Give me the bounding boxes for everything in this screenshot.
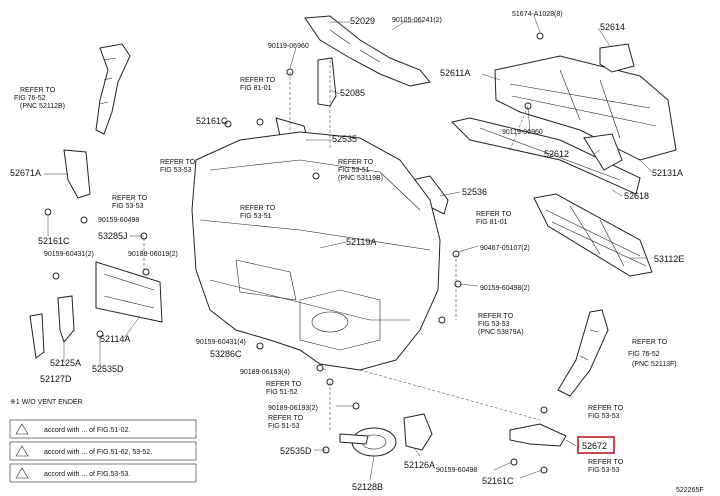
label-90119b: 90119-06960	[502, 129, 543, 136]
svg-text:FIG 81-01: FIG 81-01	[476, 219, 508, 226]
label-52618: 52618	[624, 191, 649, 201]
svg-text:(PNC 53879A): (PNC 53879A)	[478, 329, 524, 336]
label-90189c: 90189-06193(2)	[268, 405, 318, 412]
svg-text:REFER TO: REFER TO	[632, 339, 668, 346]
label-52536: 52536	[462, 187, 487, 197]
bracket-52127D	[29, 313, 45, 359]
side-retainer-right	[557, 309, 609, 397]
label-90467: 90467-05107(2)	[480, 245, 530, 252]
bracket-52535D	[339, 433, 369, 445]
label-90159e: 90159-60498	[436, 467, 477, 474]
bumper-center-bracket	[304, 15, 431, 87]
label-52029: 52029	[350, 16, 375, 26]
leader-lines	[44, 15, 653, 481]
label-90105: 90105-06241(2)	[392, 17, 442, 24]
svg-text:FIG 51-52: FIG 51-52	[266, 389, 298, 396]
svg-text:FIG 53-51: FIG 53-51	[240, 213, 272, 220]
svg-text:REFER TO: REFER TO	[240, 205, 276, 212]
svg-text:REFER TO: REFER TO	[240, 77, 276, 84]
label-52614: 52614	[600, 22, 625, 32]
bracket-52612	[583, 133, 623, 171]
svg-text:(PNC 52112B): (PNC 52112B)	[20, 103, 65, 110]
lower-absorber	[451, 117, 641, 195]
svg-text:FIG 51-53: FIG 51-53	[268, 423, 300, 430]
lower-support-52672	[509, 423, 567, 447]
label-90189a: 90189-06019(2)	[128, 251, 178, 258]
label-52612: 52612	[544, 149, 569, 159]
highlighted-part[interactable]: 52672	[577, 436, 615, 454]
lower-grille	[533, 193, 653, 277]
fog-lamp-cover	[403, 413, 433, 451]
svg-text:REFER TO: REFER TO	[588, 459, 624, 466]
svg-text:REFER TO: REFER TO	[266, 381, 302, 388]
svg-text:FIG 81-01: FIG 81-01	[240, 85, 272, 92]
label-90159a: 90159-60498	[98, 217, 139, 224]
label-52119A: 52119A	[346, 237, 376, 247]
part-labels: 52029 90105-06241(2) 51674-A1028(8) 5261…	[10, 11, 684, 492]
svg-text:REFER TO: REFER TO	[478, 313, 514, 320]
label-52085: 52085	[340, 88, 365, 98]
side-retainer-left	[95, 43, 131, 135]
dashed-lines	[143, 60, 541, 430]
label-52672: 52672	[582, 441, 607, 451]
bracket-52125A	[57, 295, 75, 344]
bumper-reinforcement	[494, 55, 677, 161]
label-90189b: 90189-06153(4)	[240, 369, 290, 376]
svg-text:(PNC 52113F): (PNC 52113F)	[632, 361, 677, 368]
label-52128B: 52128B	[352, 482, 383, 492]
energy-absorber	[599, 43, 635, 73]
refer-notes: REFER TO FIG 76-52 (PNC 52112B) REFER TO…	[14, 77, 677, 474]
svg-text:(PNC 53119B): (PNC 53119B)	[338, 175, 383, 182]
svg-text:REFER TO: REFER TO	[338, 159, 374, 166]
svg-text:FIG 53-53: FIG 53-53	[478, 321, 510, 328]
legend-title: ※1 W/O VENT ENDER	[10, 399, 83, 406]
label-90159d: 90159-60431(4)	[196, 339, 246, 346]
svg-text:FIG 76-52: FIG 76-52	[14, 95, 46, 102]
legend-row-2: accord with ... of FIG.51-62, 53-52.	[44, 449, 152, 456]
svg-text:REFER TO: REFER TO	[268, 415, 304, 422]
label-52161C-top: 52161C	[196, 116, 228, 126]
label-90159c: 90159-60498(2)	[480, 285, 530, 292]
svg-text:REFER TO: REFER TO	[476, 211, 512, 218]
label-52131A: 52131A	[652, 168, 683, 178]
svg-text:REFER TO: REFER TO	[588, 405, 624, 412]
label-52671A: 52671A	[10, 168, 41, 178]
svg-text:FIG 76-52: FIG 76-52	[628, 351, 660, 358]
diagram-code: 522265F	[676, 487, 704, 494]
svg-text:FIG 53-51: FIG 53-51	[338, 167, 370, 174]
svg-text:FIG 53-53: FIG 53-53	[112, 203, 144, 210]
svg-text:REFER TO: REFER TO	[20, 87, 56, 94]
bracket-52085	[317, 57, 337, 107]
svg-text:REFER TO: REFER TO	[160, 159, 196, 166]
label-53112E: 53112E	[654, 254, 684, 264]
label-52535: 52535	[332, 134, 357, 144]
svg-text:FIG 53-53: FIG 53-53	[588, 467, 620, 474]
legend: ※1 W/O VENT ENDER accord with ... of FIG…	[9, 399, 197, 483]
label-51674: 51674-A1028(8)	[512, 11, 563, 18]
label-52125A: 52125A	[50, 358, 81, 368]
legend-row-1: accord with ... of FIG.51-02.	[44, 427, 130, 434]
label-90159b: 90159-60431(2)	[44, 251, 94, 258]
legend-row-3: accord with ... of FIG.53-53.	[44, 471, 130, 478]
front-bumper-cover	[191, 131, 441, 371]
label-52127D: 52127D	[40, 374, 72, 384]
label-52535D-bottom: 52535D	[280, 446, 312, 456]
license-plate-bracket	[95, 261, 163, 323]
label-52126A: 52126A	[404, 460, 435, 470]
svg-text:FIG 53-53: FIG 53-53	[160, 167, 192, 174]
side-bracket-52671A	[63, 149, 91, 199]
svg-text:FIG 53-53: FIG 53-53	[588, 413, 620, 420]
label-52114A: 52114A	[100, 334, 130, 344]
svg-text:REFER TO: REFER TO	[112, 195, 148, 202]
fasteners	[44, 32, 548, 474]
label-52611A: 52611A	[440, 68, 470, 78]
label-52161C-bottom: 52161C	[482, 476, 514, 486]
label-52535D: 52535D	[92, 364, 124, 374]
label-53285J: 53285J	[98, 231, 128, 241]
label-52161C-left: 52161C	[38, 236, 70, 246]
label-90119a: 90119-06960	[268, 43, 309, 50]
label-53286C: 53286C	[210, 349, 242, 359]
